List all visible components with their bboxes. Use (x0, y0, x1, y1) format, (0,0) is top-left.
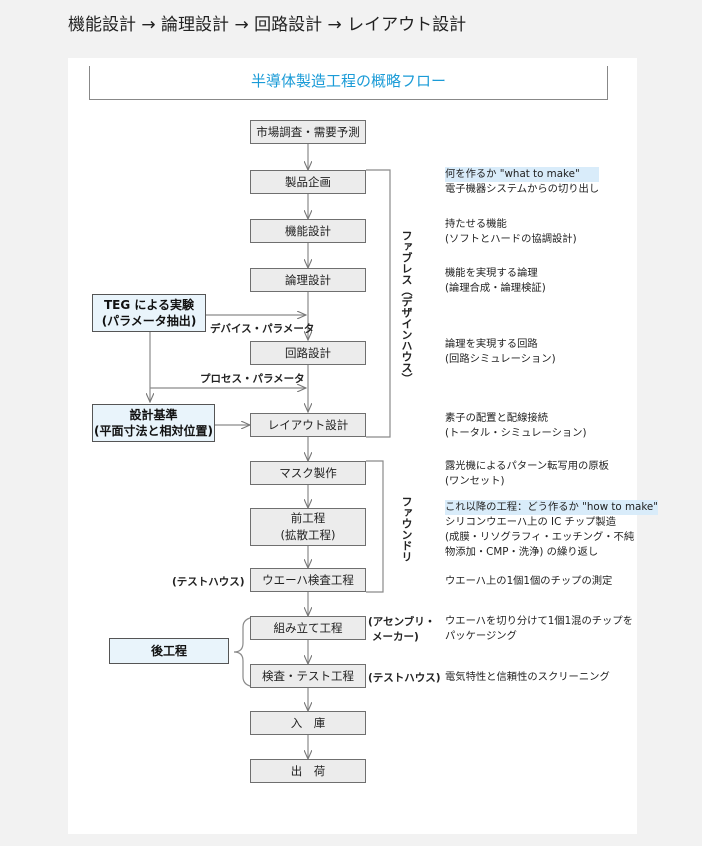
fabless-group-label: ファブレス（デザインハウス） (400, 230, 413, 384)
flow-step-test: 検査・テスト工程 (250, 664, 366, 688)
flow-step-product-planning: 製品企画 (250, 170, 366, 194)
step-label: 機能設計 (285, 223, 331, 238)
flow-step-front-end: 前工程 (拡散工程) (250, 508, 366, 546)
description-functional-design: 持たせる機能 (ソフトとハードの協調設計) (445, 217, 577, 247)
desc-line: パッケージング (445, 629, 517, 642)
desc-line: (ワンセット) (445, 474, 505, 487)
test-house-right-label: (テストハウス) (368, 672, 441, 684)
fabless-bracket (366, 169, 391, 438)
step-label: 検査・テスト工程 (262, 668, 354, 683)
page-heading: 機能設計 → 論理設計 → 回路設計 → レイアウト設計 (68, 15, 467, 35)
flow-step-mask-making: マスク製作 (250, 461, 366, 485)
teg-experiment-box: TEG による実験 (パラメータ抽出) (92, 294, 206, 332)
assembly-maker-label-2: メーカー) (372, 631, 419, 643)
description-mask-making: 露光機によるパターン転写用の原板 (ワンセット) (445, 459, 609, 489)
step-label: 入 庫 (290, 715, 326, 730)
step-label: 出 荷 (290, 763, 326, 778)
description-logic-design: 機能を実現する論理 (論理合成・論理検証) (445, 266, 546, 296)
design-rules-box: 設計基準 (平面寸法と相対位置) (92, 404, 215, 442)
back-end-brace (233, 616, 259, 688)
description-layout-design: 素子の配置と配線接続 (トータル・シミュレーション) (445, 411, 586, 441)
desc-line: ウエーハを切り分けて1個1混のチップを (445, 615, 633, 627)
step-sublabel: (拡散工程) (280, 528, 336, 542)
desc-line: 物添加・CMP・洗浄) の繰り返し (445, 545, 599, 558)
desc-line: 持たせる機能 (445, 218, 507, 230)
desc-line: これ以降の工程：どう作るか "how to make" (445, 500, 659, 515)
diagram-title: 半導体製造工程の概略フロー (250, 72, 446, 90)
desc-line: (成膜・リソグラフィ・エッチング・不純 (445, 530, 635, 543)
teg-sublabel: (パラメータ抽出) (101, 314, 197, 328)
desc-line: (トータル・シミュレーション) (445, 426, 587, 439)
device-parameter-label: デバイス・パラメータ (210, 323, 315, 335)
desc-line: 何を作るか "what to make" (445, 167, 600, 182)
flow-step-circuit-design: 回路設計 (250, 341, 366, 365)
step-label: 前工程 (290, 511, 326, 526)
step-label: 製品企画 (285, 174, 331, 189)
description-assembly: ウエーハを切り分けて1個1混のチップをパッケージング (445, 614, 633, 644)
process-parameter-label: プロセス・パラメータ (200, 373, 305, 385)
flow-step-layout-design: レイアウト設計 (250, 413, 366, 437)
description-wafer-inspection: ウエーハ上の1個1個のチップの測定 (445, 574, 612, 589)
desc-line: 電子機器システムからの切り出し (445, 182, 600, 195)
step-label: 組み立て工程 (273, 620, 343, 635)
step-label: レイアウト設計 (267, 417, 349, 432)
desc-line: 電気特性と信頼性のスクリーニング (445, 671, 610, 683)
step-label: 論理設計 (285, 272, 331, 287)
desc-line: 露光機によるパターン転写用の原板 (445, 460, 609, 472)
flow-step-wafer-inspection: ウエーハ検査工程 (250, 568, 366, 592)
desc-line: (回路シミュレーション) (445, 352, 556, 365)
description-circuit-design: 論理を実現する回路 (回路シミュレーション) (445, 337, 556, 367)
flow-step-logic-design: 論理設計 (250, 268, 366, 292)
desc-line: ウエーハ上の1個1個のチップの測定 (445, 575, 613, 587)
step-label: ウエーハ検査工程 (262, 572, 354, 587)
flow-step-assembly: 組み立て工程 (250, 616, 366, 640)
desc-line: 素子の配置と配線接続 (445, 412, 548, 424)
teg-label: TEG による実験 (103, 297, 195, 312)
desc-line: 機能を実現する論理 (445, 267, 538, 279)
flow-step-warehousing: 入 庫 (250, 711, 366, 735)
diagram-title-frame: 半導体製造工程の概略フロー (89, 66, 608, 100)
back-end-box: 後工程 (109, 638, 229, 664)
description-product-planning: 何を作るか "what to make"電子機器システムからの切り出し (445, 167, 600, 197)
rules-sublabel: (平面寸法と相対位置) (94, 424, 213, 438)
step-label: 回路設計 (285, 345, 331, 360)
step-label: マスク製作 (279, 465, 337, 480)
flow-step-market-research: 市場調査・需要予測 (250, 120, 366, 144)
foundry-bracket (366, 460, 384, 593)
step-label: 市場調査・需要予測 (256, 124, 360, 139)
desc-line: (論理合成・論理検証) (445, 281, 546, 294)
foundry-group-label: ファウンドリ (400, 496, 413, 562)
description-front-end: これ以降の工程：どう作るか "how to make"シリコンウエーハ上の IC… (445, 500, 659, 560)
desc-line: 論理を実現する回路 (445, 338, 538, 350)
assembly-maker-label-1: (アセンブリ・ (368, 616, 436, 628)
description-test: 電気特性と信頼性のスクリーニング (445, 670, 610, 685)
flow-step-functional-design: 機能設計 (250, 219, 366, 243)
flow-step-shipping: 出 荷 (250, 759, 366, 783)
back-end-label: 後工程 (150, 643, 187, 658)
rules-label: 設計基準 (129, 407, 178, 422)
desc-line: (ソフトとハードの協調設計) (445, 232, 577, 245)
test-house-left-label: (テストハウス) (172, 576, 245, 588)
desc-line: シリコンウエーハ上の IC チップ製造 (445, 515, 617, 528)
